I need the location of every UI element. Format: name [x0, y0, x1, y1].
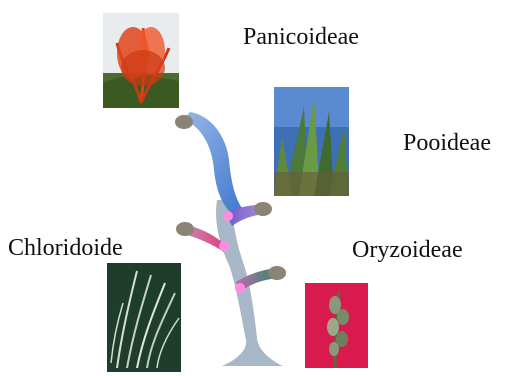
tip-pooideae [254, 202, 272, 216]
node-dot-pooideae [223, 211, 233, 221]
label-pooideae: Pooideae [403, 131, 491, 155]
node-dot-chloridoide [219, 241, 229, 251]
node-dot-oryzoideae [235, 283, 245, 293]
label-panicoideae: Panicoideae [243, 25, 359, 49]
label-oryzoideae: Oryzoideae [352, 238, 463, 262]
oryzoideae-photo [305, 283, 368, 368]
chloridoide-photo [107, 263, 181, 372]
branch-panicoideae [183, 112, 242, 214]
panicoideae-photo [103, 13, 179, 108]
tip-oryzoideae [268, 266, 286, 280]
tip-panicoideae [175, 115, 193, 129]
pooideae-photo [274, 87, 349, 196]
tip-chloridoide [176, 222, 194, 236]
label-chloridoide: Chloridoide [8, 236, 123, 260]
